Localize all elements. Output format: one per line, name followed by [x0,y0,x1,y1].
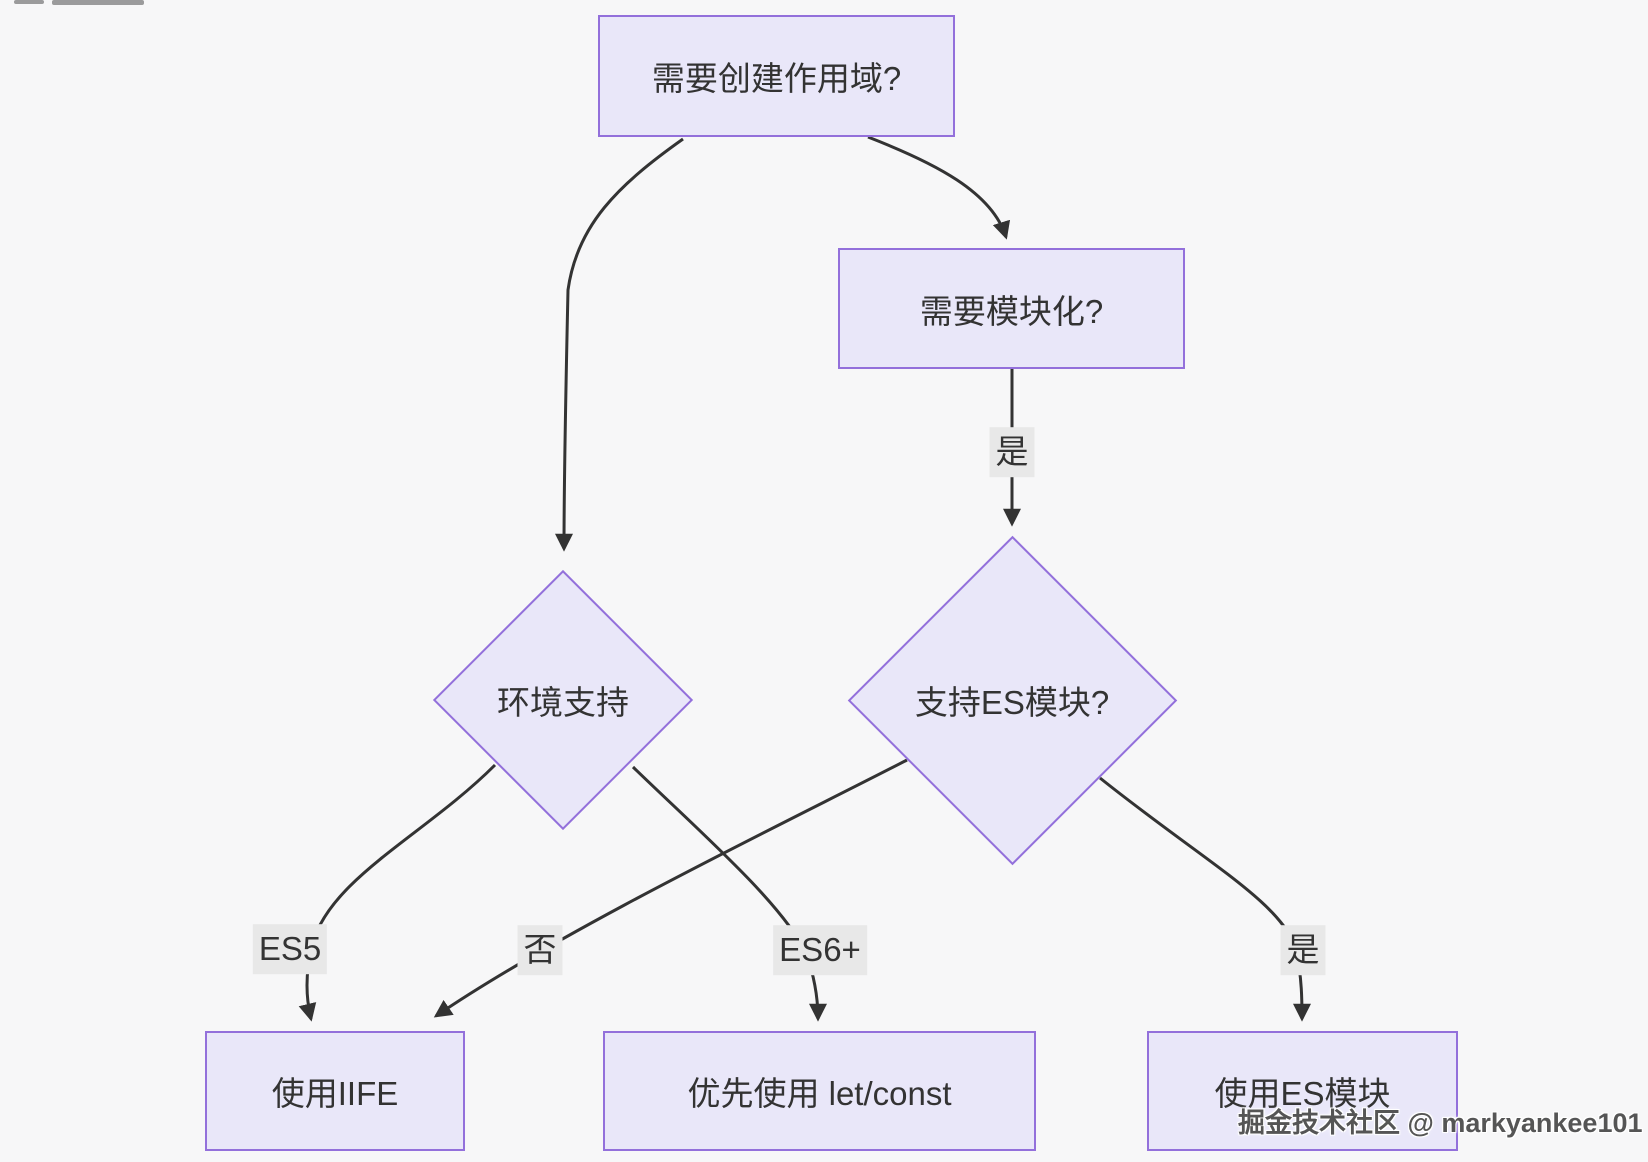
top-left-artifact [52,0,144,5]
edge-envsupport-useletconst [631,765,827,1022]
watermark: 掘金技术社区 @ markyankee101 [1238,1108,1643,1138]
node-use-esmodule: 使用ES模块 [1147,1031,1458,1151]
node-use-letconst: 优先使用 let/const [603,1031,1036,1151]
top-left-artifact [14,0,44,4]
node-need-scope-label: 需要创建作用域? [651,60,902,97]
edge-needscope-envsupport [555,137,684,552]
node-env-support-label: 环境支持 [497,684,629,721]
edge-needscope-needmodule [867,135,1011,240]
node-es-module-question-label: 支持ES模块? [914,684,1110,721]
edge-esmoduleq-useesmodule [1099,776,1311,1022]
edge-label-yes-1: 是 [989,427,1035,477]
edge-label-es5: ES5 [252,924,328,974]
edge-envsupport-useiife [298,763,497,1022]
node-need-scope: 需要创建作用域? [598,15,955,137]
node-need-module-label: 需要模块化? [919,292,1104,330]
edge-label-yes-2: 是 [1280,925,1326,975]
edge-esmoduleq-useiife [433,758,908,1018]
node-use-iife: 使用IIFE [205,1031,465,1151]
node-use-iife-label: 使用IIFE [271,1075,399,1112]
node-need-module: 需要模块化? [838,248,1185,369]
edge-label-es6: ES6+ [773,925,867,975]
node-use-esmodule-label: 使用ES模块 [1214,1075,1391,1112]
edge-label-no: 否 [517,925,563,975]
node-use-letconst-label: 优先使用 let/const [687,1075,952,1112]
